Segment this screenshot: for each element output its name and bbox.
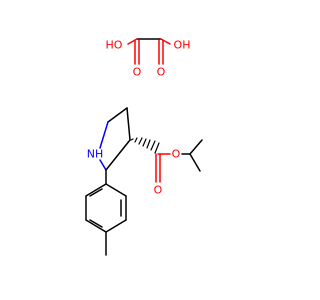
main-molecule: NH O O [85,107,203,256]
ester-oxygen-label: O [172,148,181,161]
stereo-hash-wedge [130,137,160,154]
ring-bond-n-c2 [99,159,107,171]
benzene-inner-double-3 [89,188,103,197]
benzene-bond-4 [85,219,107,233]
ring-bond-c5-c4 [107,107,128,123]
chemical-structure-diagram: HO OH O O [85,38,203,256]
ring-nitrogen-label: NH [87,148,104,161]
ring-bond-c5-n [99,121,109,149]
isopropyl-ch-me1 [189,139,203,155]
benzene-bond-6 [85,183,107,197]
benzene-inner-double-2 [89,219,103,228]
benzene-bond-3 [105,219,127,233]
oxalic-hydroxyl-right: OH [174,39,191,52]
isopropyl-ch-me2 [189,153,201,172]
oxalic-right-oh-bond [160,38,171,45]
oxalic-hydroxyl-left: HO [106,39,123,52]
oxalic-acid: HO OH O O [106,38,191,79]
ring-bond-c3-c2 [105,139,131,171]
benzene-bond-1 [105,183,127,197]
oxalic-carbonyl-o-left: O [133,66,142,79]
oxalic-carbonyl-o-right: O [157,66,166,79]
ring-bond-c4-c3 [126,107,131,141]
carbonyl-oxygen-label: O [154,184,163,197]
